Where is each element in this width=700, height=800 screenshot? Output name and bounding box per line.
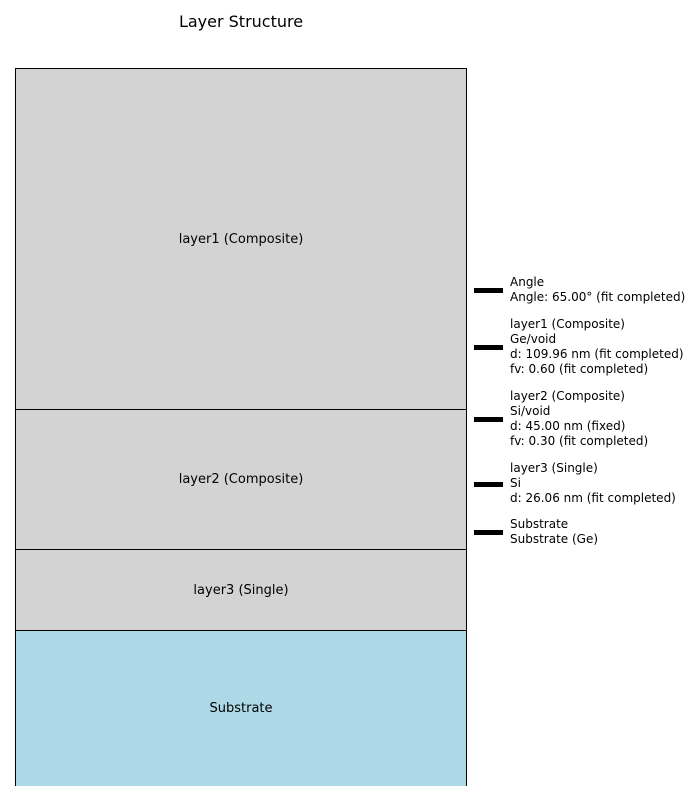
layer-1: layer1 (Composite) [15, 68, 467, 410]
layer-3: layer3 (Single) [15, 549, 467, 631]
legend-line-text: Angle [510, 275, 545, 289]
layer-2-label: layer2 (Composite) [178, 472, 304, 487]
legend-line-text: Substrate [510, 517, 569, 531]
layer-1-label: layer1 (Composite) [178, 231, 304, 247]
legend-line-text: d: 45.00 nm (fixed) [510, 419, 626, 433]
legend-line [474, 288, 503, 293]
legend-line-text: Si [510, 476, 521, 490]
legend-text: layer3 (Single) Si d: 26.06 nm (fit comp… [510, 461, 676, 506]
layer-stack: layer1 (Composite) layer2 (Composite) la… [15, 68, 467, 786]
legend-line-text: Ge/void [510, 332, 557, 346]
legend-line-text: Si/void [510, 404, 551, 418]
layer-3-label: layer3 (Single) [193, 582, 289, 598]
legend-text: Angle Angle: 65.00° (fit completed) [510, 275, 685, 305]
legend-line [474, 417, 503, 422]
legend-line-text: Substrate (Ge) [510, 532, 599, 546]
legend-line-text: layer3 (Single) [510, 461, 598, 475]
legend-text: layer2 (Composite) Si/void d: 45.00 nm (… [510, 389, 648, 449]
substrate-layer: Substrate [15, 630, 467, 786]
layer-2: layer2 (Composite) [15, 409, 467, 550]
legend-line-text: d: 109.96 nm (fit completed) [510, 347, 684, 361]
legend-line-text: d: 26.06 nm (fit completed) [510, 491, 676, 505]
legend-line-text: Angle: 65.00° (fit completed) [510, 290, 686, 304]
legend-line [474, 482, 503, 487]
legend: Angle Angle: 65.00° (fit completed) laye… [474, 0, 700, 800]
substrate-label: Substrate [209, 701, 273, 716]
legend-line-text: layer2 (Composite) [510, 389, 625, 403]
legend-text: layer1 (Composite) Ge/void d: 109.96 nm … [510, 317, 684, 377]
legend-line-text: fv: 0.30 (fit completed) [510, 434, 649, 448]
legend-line-text: fv: 0.60 (fit completed) [510, 362, 649, 376]
legend-line [474, 345, 503, 350]
diagram-title: Layer Structure [178, 12, 304, 31]
legend-text: Substrate Substrate (Ge) [510, 517, 598, 547]
legend-line [474, 530, 503, 535]
legend-line-text: layer1 (Composite) [510, 317, 625, 331]
